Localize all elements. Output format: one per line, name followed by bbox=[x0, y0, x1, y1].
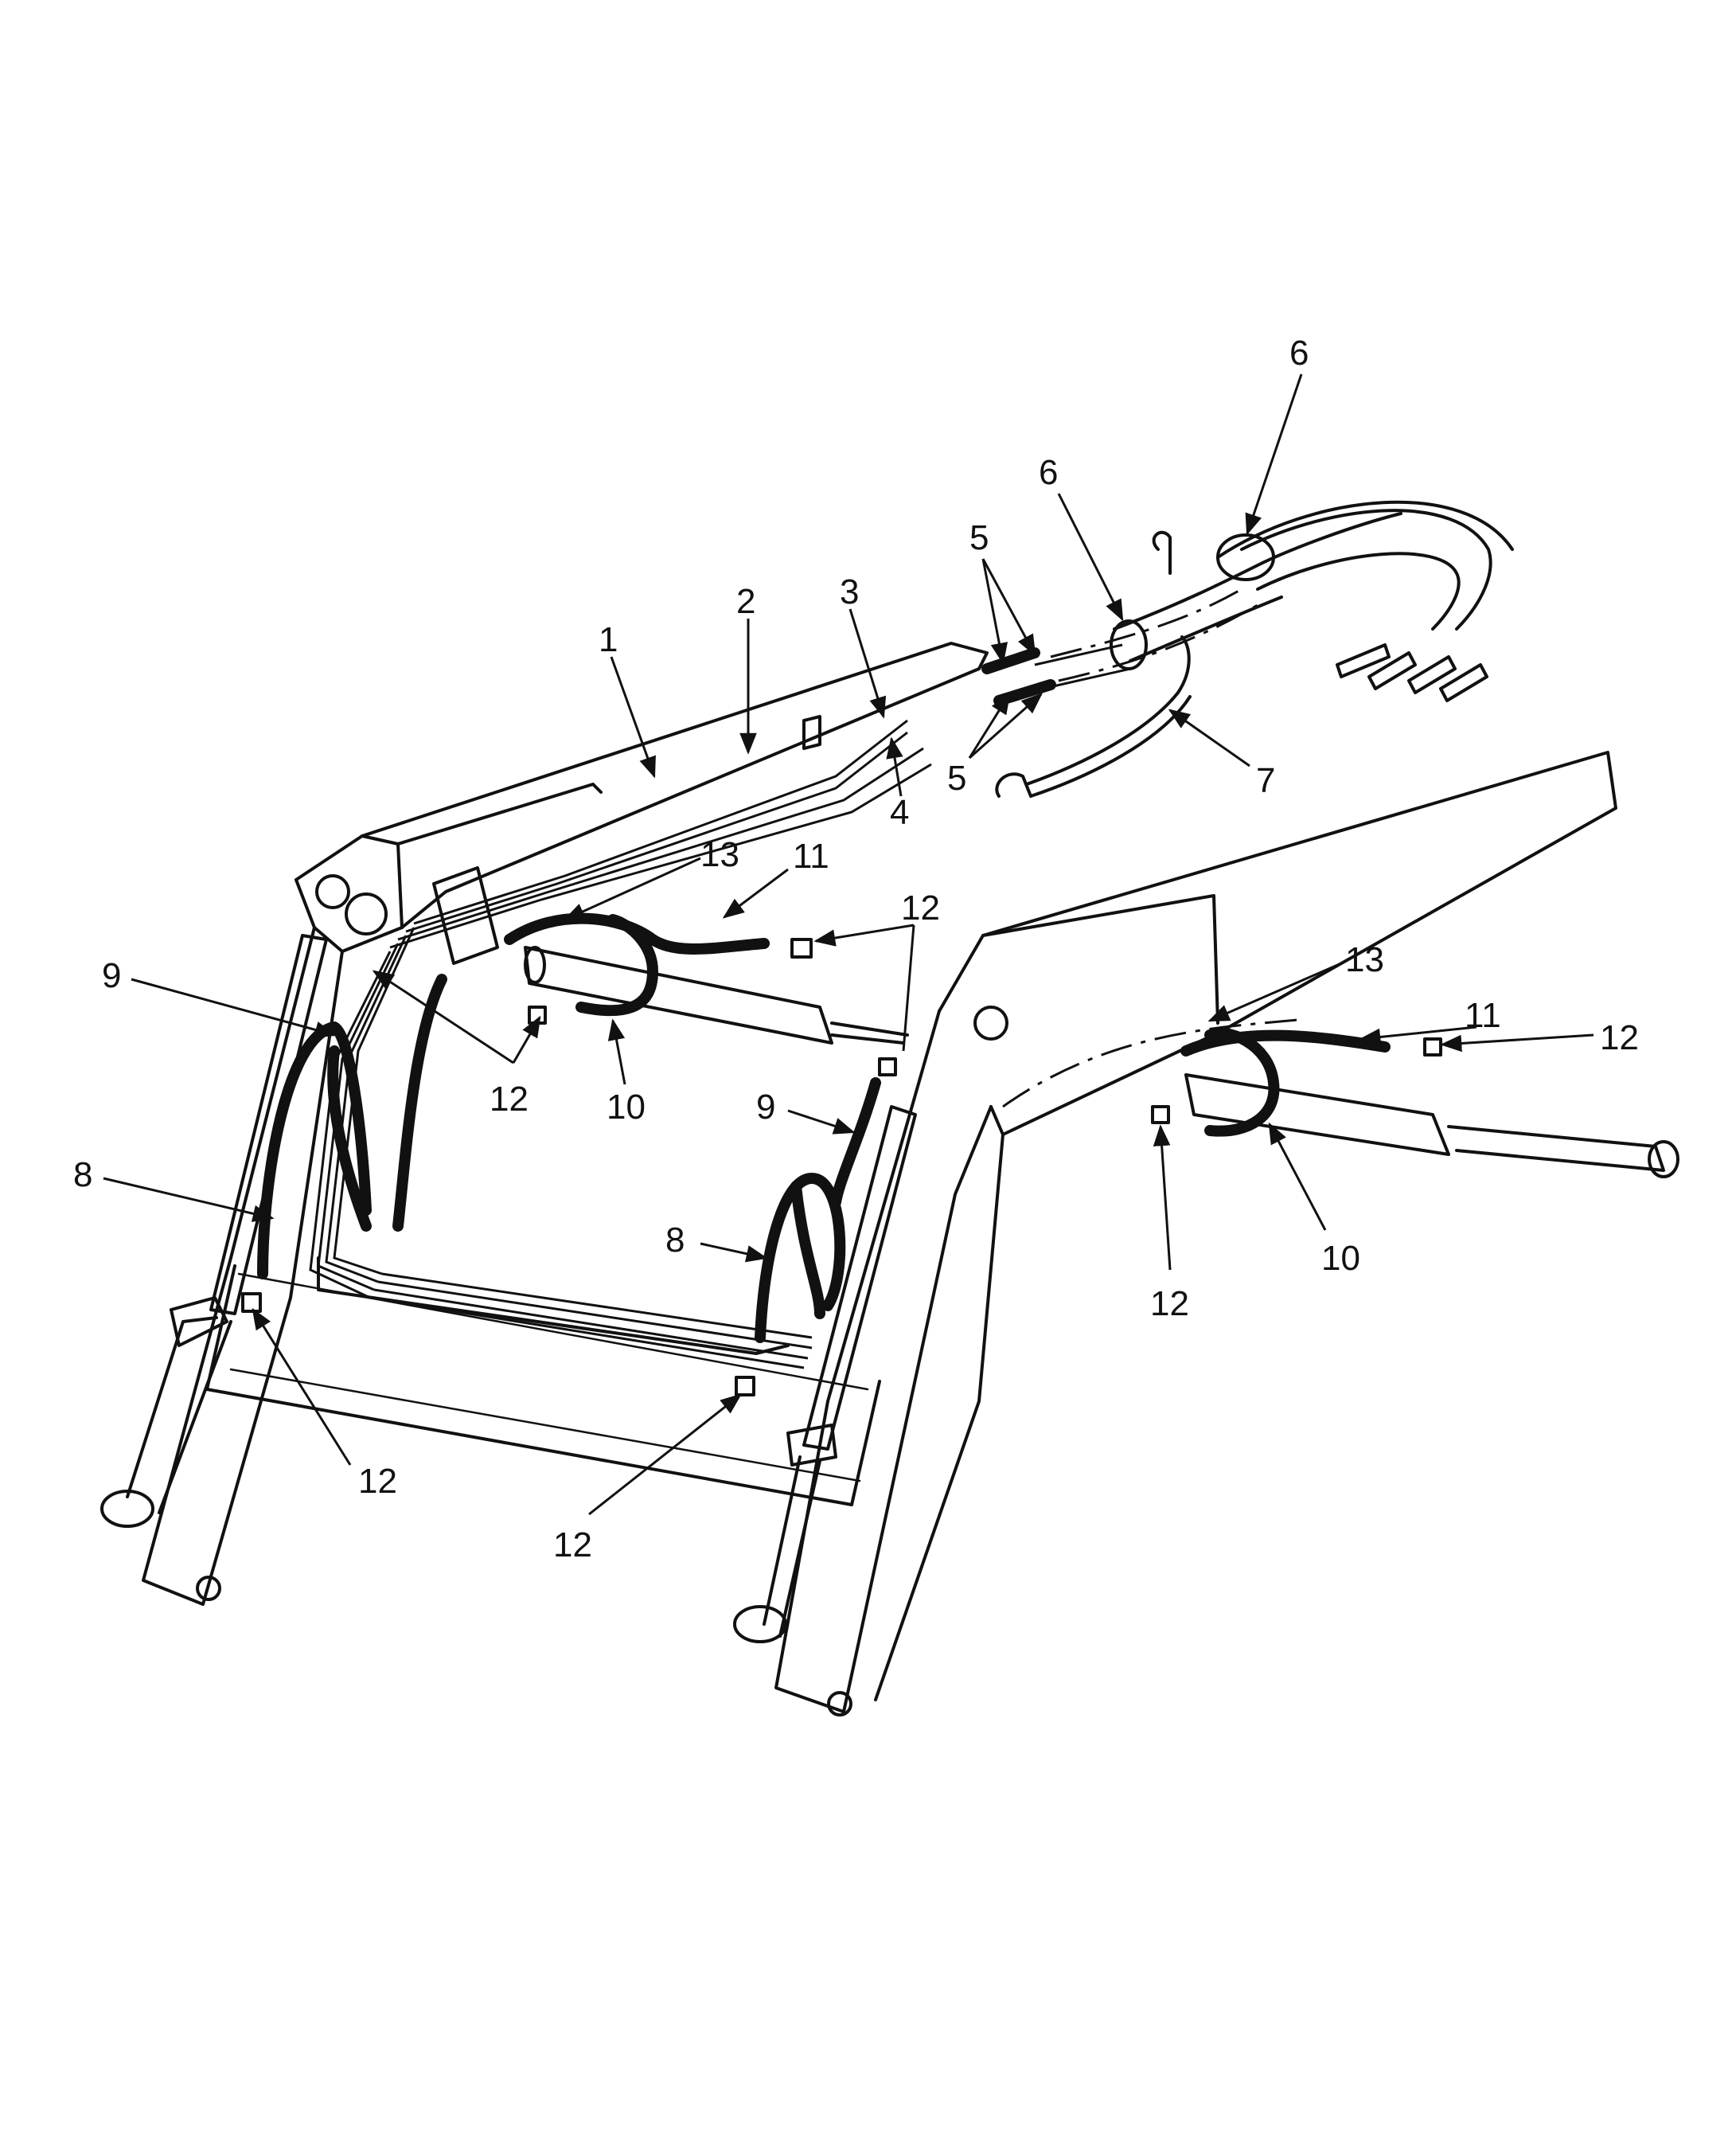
callout-12-left-upper: 12 bbox=[490, 1080, 529, 1119]
callout-12-center-lower: 12 bbox=[553, 1525, 592, 1564]
callout-13-right: 13 bbox=[1345, 940, 1384, 979]
callout-12-left-lower: 12 bbox=[358, 1462, 397, 1501]
callout-10-left: 10 bbox=[607, 1088, 646, 1127]
callout-12-top: 12 bbox=[901, 889, 940, 928]
callout-12-right-upper: 12 bbox=[1600, 1018, 1639, 1057]
left-loader-arm bbox=[100, 642, 989, 1606]
callout-1: 1 bbox=[599, 620, 618, 659]
bucket-cylinder-right bbox=[1184, 1073, 1679, 1178]
callout-5-bottom: 5 bbox=[947, 759, 966, 798]
callout-8-right: 8 bbox=[665, 1221, 685, 1260]
cross-member bbox=[205, 1256, 881, 1506]
leader-lines bbox=[103, 373, 1594, 1516]
callout-11-right: 11 bbox=[1465, 996, 1501, 1035]
right-loader-arm bbox=[733, 751, 1617, 1717]
callout-labels: 1 2 3 4 5 5 6 6 7 8 8 9 9 10 10 11 11 12… bbox=[73, 334, 1639, 1564]
callout-6-left: 6 bbox=[1039, 453, 1058, 492]
coupler-hose-bundle bbox=[981, 500, 1514, 798]
callout-9-right: 9 bbox=[756, 1088, 775, 1127]
callout-2: 2 bbox=[736, 582, 755, 621]
callout-4: 4 bbox=[890, 793, 909, 832]
callout-10-right: 10 bbox=[1321, 1239, 1360, 1278]
bucket-cylinder-left bbox=[524, 946, 909, 1045]
callout-6-right: 6 bbox=[1289, 334, 1309, 373]
callout-7: 7 bbox=[1256, 761, 1275, 800]
coupler-fittings bbox=[1336, 643, 1488, 702]
callout-13-left: 13 bbox=[700, 835, 739, 874]
callout-9-left: 9 bbox=[102, 956, 121, 995]
callout-8-left: 8 bbox=[73, 1155, 92, 1194]
callout-3: 3 bbox=[840, 572, 859, 611]
callout-5-top: 5 bbox=[969, 518, 989, 557]
callout-12-right-lower: 12 bbox=[1150, 1284, 1189, 1323]
callout-11-left: 11 bbox=[793, 837, 829, 876]
